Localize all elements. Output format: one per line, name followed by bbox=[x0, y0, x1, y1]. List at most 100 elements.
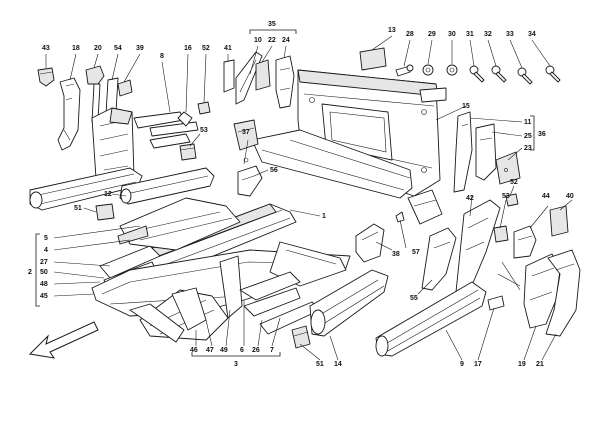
callout-27: 27 bbox=[40, 259, 48, 266]
part-52-bush bbox=[197, 101, 211, 115]
callout-labels: 43 18 20 54 39 8 16 52 41 35 10 22 24 13… bbox=[28, 21, 574, 368]
callout-15: 15 bbox=[462, 103, 470, 110]
part-57-clip bbox=[395, 211, 405, 223]
callout-56: 56 bbox=[270, 167, 278, 174]
front-direction-arrow-icon bbox=[28, 321, 99, 359]
part-lower-crossmember bbox=[251, 129, 413, 199]
part-24-post bbox=[275, 55, 295, 109]
callout-30: 30 bbox=[448, 31, 456, 38]
callout-10: 10 bbox=[254, 37, 262, 44]
part-53-block bbox=[179, 143, 197, 161]
part-30-nut bbox=[446, 64, 458, 76]
part-53-block-right bbox=[493, 225, 509, 243]
part-43-clip bbox=[37, 67, 55, 87]
callout-12: 12 bbox=[104, 191, 112, 198]
callout-51-lower: 51 bbox=[316, 361, 324, 368]
callout-52: 52 bbox=[202, 45, 210, 52]
part-17-strut bbox=[487, 273, 521, 311]
callout-20: 20 bbox=[94, 45, 102, 52]
callout-22: 22 bbox=[268, 37, 276, 44]
callout-24: 24 bbox=[282, 37, 290, 44]
callout-48: 48 bbox=[40, 281, 48, 288]
callout-55: 55 bbox=[410, 295, 418, 302]
part-31-bolt bbox=[469, 65, 485, 83]
callout-36: 36 bbox=[538, 131, 546, 138]
part-lower-sill-front bbox=[129, 303, 185, 343]
callout-8: 8 bbox=[160, 53, 164, 60]
part-38-bracket bbox=[355, 223, 385, 263]
callout-52-right: 52 bbox=[510, 179, 518, 186]
callout-40: 40 bbox=[566, 193, 574, 200]
callout-2: 2 bbox=[28, 269, 32, 276]
callout-7: 7 bbox=[270, 347, 274, 354]
part-14-sill-tube bbox=[309, 269, 389, 337]
callout-6: 6 bbox=[240, 347, 244, 354]
callout-53: 53 bbox=[200, 127, 208, 134]
callout-38: 38 bbox=[392, 251, 400, 258]
callout-39: 39 bbox=[136, 45, 144, 52]
callout-53-right: 53 bbox=[502, 193, 510, 200]
callout-43: 43 bbox=[42, 45, 50, 52]
part-55-pillar-rear bbox=[421, 227, 457, 291]
bracket-35 bbox=[249, 29, 297, 34]
callout-18: 18 bbox=[72, 45, 80, 52]
callout-29: 29 bbox=[428, 31, 436, 38]
part-center-bracket-upper bbox=[407, 189, 443, 225]
callout-37: 37 bbox=[242, 129, 250, 136]
part-29-nut bbox=[422, 64, 434, 76]
part-23-gusset bbox=[495, 151, 521, 185]
callout-32: 32 bbox=[484, 31, 492, 38]
part-42-leader-rod bbox=[501, 261, 521, 291]
callout-33: 33 bbox=[506, 31, 514, 38]
part-22-plate bbox=[255, 59, 271, 91]
callout-4: 4 bbox=[44, 247, 48, 254]
callout-11: 11 bbox=[524, 119, 532, 126]
callout-46: 46 bbox=[190, 347, 198, 354]
callout-54: 54 bbox=[114, 45, 122, 52]
part-32-bolt bbox=[491, 65, 507, 83]
part-37-box bbox=[233, 119, 259, 151]
callout-13: 13 bbox=[388, 27, 396, 34]
callout-51: 51 bbox=[74, 205, 82, 212]
bracket-36 bbox=[530, 115, 535, 151]
callout-25: 25 bbox=[524, 133, 532, 140]
callout-47: 47 bbox=[206, 347, 214, 354]
callout-16: 16 bbox=[184, 45, 192, 52]
part-52-bush-right bbox=[505, 193, 519, 207]
callout-49: 49 bbox=[220, 347, 228, 354]
callout-3: 3 bbox=[234, 361, 238, 368]
part-39-plate bbox=[117, 79, 133, 97]
bracket-2 bbox=[35, 233, 40, 307]
part-44-bracket bbox=[513, 225, 537, 259]
part-33-bolt bbox=[517, 67, 533, 85]
callout-34: 34 bbox=[528, 31, 536, 38]
callout-19: 19 bbox=[518, 361, 526, 368]
callout-14: 14 bbox=[334, 361, 342, 368]
part-28-bolt bbox=[395, 64, 414, 77]
bracket-3 bbox=[191, 352, 281, 357]
part-41-bracket bbox=[223, 59, 235, 93]
callout-21: 21 bbox=[536, 361, 544, 368]
leader-lines bbox=[45, 35, 573, 361]
callout-5: 5 bbox=[44, 235, 48, 242]
callout-1: 1 bbox=[322, 213, 326, 220]
callout-44: 44 bbox=[542, 193, 550, 200]
part-25-plate bbox=[475, 123, 497, 181]
part-42-pillar-front bbox=[455, 199, 501, 293]
part-51-pad bbox=[291, 325, 311, 349]
part-34-bolt bbox=[545, 65, 561, 83]
callout-45: 45 bbox=[40, 293, 48, 300]
callout-9: 9 bbox=[460, 361, 464, 368]
part-20-reinforcement bbox=[85, 65, 105, 123]
part-11-pillar bbox=[453, 111, 473, 193]
callout-28: 28 bbox=[406, 31, 414, 38]
callout-26: 26 bbox=[252, 347, 260, 354]
part-9-sill-right bbox=[375, 281, 487, 357]
part-56-bracket bbox=[237, 157, 263, 197]
part-18-rear-pillar bbox=[57, 77, 81, 151]
callout-50: 50 bbox=[40, 269, 48, 276]
part-13-pad bbox=[359, 47, 387, 71]
callout-35: 35 bbox=[268, 21, 276, 28]
callout-42: 42 bbox=[466, 195, 474, 202]
